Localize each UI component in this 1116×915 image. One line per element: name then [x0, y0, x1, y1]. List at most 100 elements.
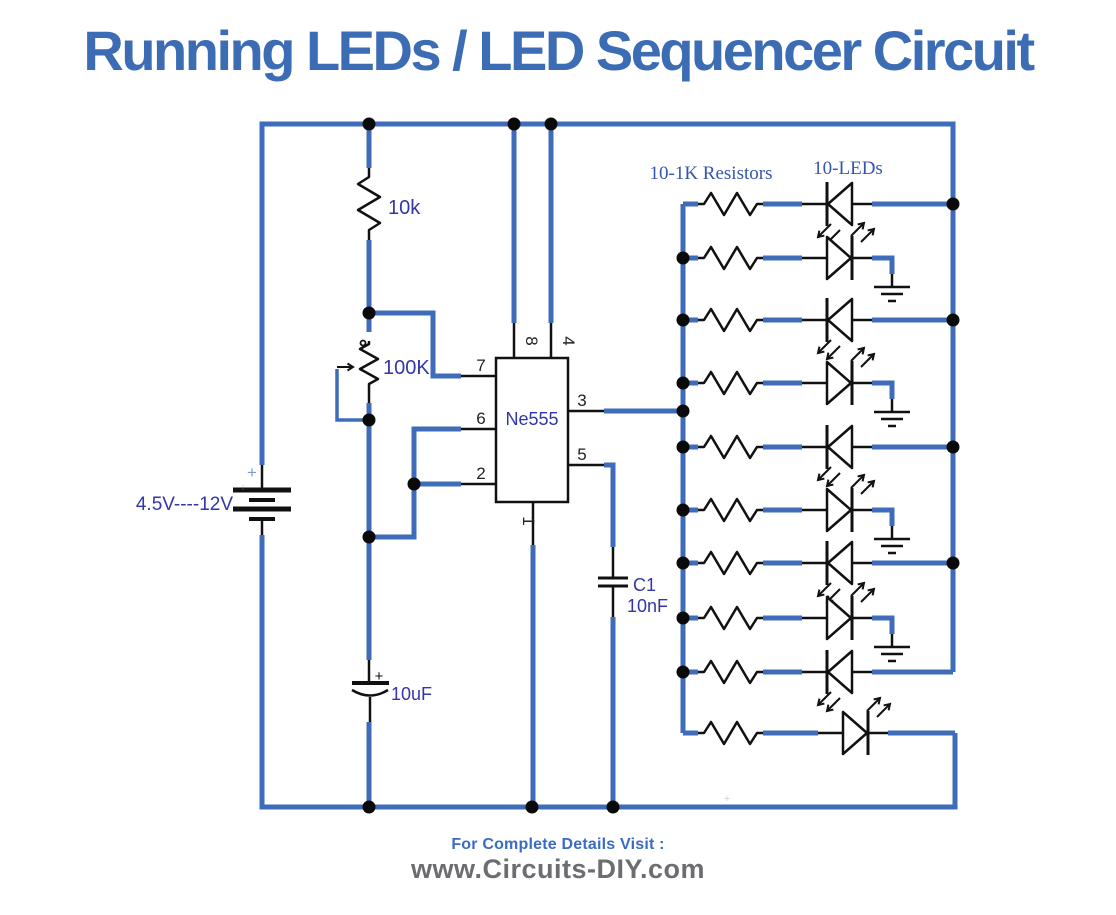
ic-body [494, 356, 570, 504]
node-dot [407, 477, 421, 491]
node-dot [362, 413, 376, 427]
led-emission-arrow [816, 691, 832, 707]
led-emission-arrow [866, 696, 882, 712]
node-dot [676, 376, 690, 390]
resistor-10k [356, 168, 382, 240]
label-c1: C1 [633, 575, 656, 595]
pot-wiper-wire [335, 369, 366, 422]
led-row-1 [683, 181, 960, 245]
faint-artifacts: + + [240, 482, 730, 805]
led-row-10 [683, 696, 955, 756]
pot-terminal-dot [359, 339, 367, 347]
node-dot [676, 503, 690, 517]
node-dot [676, 313, 690, 327]
resistor-1k [698, 659, 763, 685]
pin4-label: 4 [559, 336, 578, 345]
label-battery-voltage: 4.5V----12V [136, 494, 233, 515]
label-100k: 100K [383, 357, 430, 379]
ic-pin-stubs [461, 323, 604, 545]
label-10nf: 10nF [627, 596, 668, 616]
capacitor-10uf [351, 660, 389, 722]
resistor-1k [698, 245, 763, 271]
resistor-1k [698, 497, 763, 523]
led-triangle [825, 595, 853, 641]
pin-number-labels: 7 6 2 3 5 8 4 1 [476, 336, 586, 525]
pin3-label: 3 [577, 391, 586, 410]
node-dot [946, 440, 960, 454]
led-row-7 [676, 540, 960, 604]
node-dot [676, 440, 690, 454]
led-emission-arrow [850, 346, 866, 362]
node-dot [676, 665, 690, 679]
led-triangle [825, 235, 853, 281]
led-row-5 [676, 424, 960, 488]
node-dot [676, 556, 690, 570]
cap2-plus-sign: + [375, 668, 384, 685]
wire-pin7-route [369, 310, 461, 379]
ground-symbol [874, 274, 910, 303]
node-dot [362, 530, 376, 544]
capacitor-c1 [598, 547, 628, 617]
label-10-leds: 10-LEDs [813, 158, 883, 179]
led-triangle [826, 297, 854, 343]
battery [233, 465, 291, 535]
led-triangle [825, 360, 853, 406]
led-emission-arrow [850, 473, 866, 489]
cap2-plate-curved [351, 688, 389, 697]
ic-ne555 [461, 323, 604, 545]
page-title: Running LEDs / LED Sequencer Circuit [83, 19, 1035, 82]
led-emission-arrow [860, 352, 876, 368]
label-10-1k-resistors: 10-1K Resistors [650, 163, 773, 184]
led-emission-arrow [816, 466, 832, 482]
led-resistor-ladder [676, 181, 960, 756]
top-and-right-rail [259, 121, 956, 672]
pin2-label: 2 [476, 464, 485, 483]
node-dot [676, 251, 690, 265]
led-emission-arrow [825, 697, 841, 713]
led-row-4 [676, 346, 910, 428]
footer-website-url: www.Circuits-DIY.com [410, 854, 706, 884]
resistor-1k [698, 605, 763, 631]
led-row-9 [676, 649, 953, 713]
node-dot [362, 306, 376, 320]
resistor-1k [698, 720, 763, 746]
label-10k: 10k [388, 197, 421, 219]
resistor-1k [698, 191, 763, 217]
node-dot [362, 800, 376, 814]
potentiometer-100k [337, 339, 380, 403]
faint-plus-mark: + [724, 793, 730, 805]
pin8-label: 8 [522, 336, 541, 345]
led-emission-arrow [825, 345, 841, 361]
faint-plus-mark: + [240, 482, 246, 494]
footer-visit-text: For Complete Details Visit : [451, 836, 665, 853]
pin6-label: 6 [476, 409, 485, 428]
led-emission-arrow [816, 223, 832, 239]
pin7-label: 7 [476, 356, 485, 375]
node-dot [946, 313, 960, 327]
led-triangle [841, 710, 869, 756]
pin5-label: 5 [577, 445, 586, 464]
led-emission-arrow [860, 587, 876, 603]
led-emission-arrow [816, 339, 832, 355]
resistor-1k [698, 550, 763, 576]
led-emission-arrow [876, 702, 892, 718]
led-emission-arrow [850, 581, 866, 597]
led-triangle [826, 540, 854, 586]
node-dot [946, 556, 960, 570]
led-emission-arrow [825, 472, 841, 488]
resistor-1k [698, 307, 763, 333]
row-wire-to-ground [872, 380, 895, 399]
led-triangle [826, 649, 854, 695]
node-dot [507, 117, 521, 131]
battery-plus-sign: + [247, 463, 257, 482]
resistor-1k [698, 434, 763, 460]
led-triangle [825, 487, 853, 533]
led-emission-arrow [860, 479, 876, 495]
node-dot [676, 611, 690, 625]
label-ne555: Ne555 [505, 409, 558, 429]
led-triangle [826, 424, 854, 470]
led-emission-arrow [860, 227, 876, 243]
ground-symbol [874, 634, 910, 663]
led-row-8 [676, 581, 910, 663]
